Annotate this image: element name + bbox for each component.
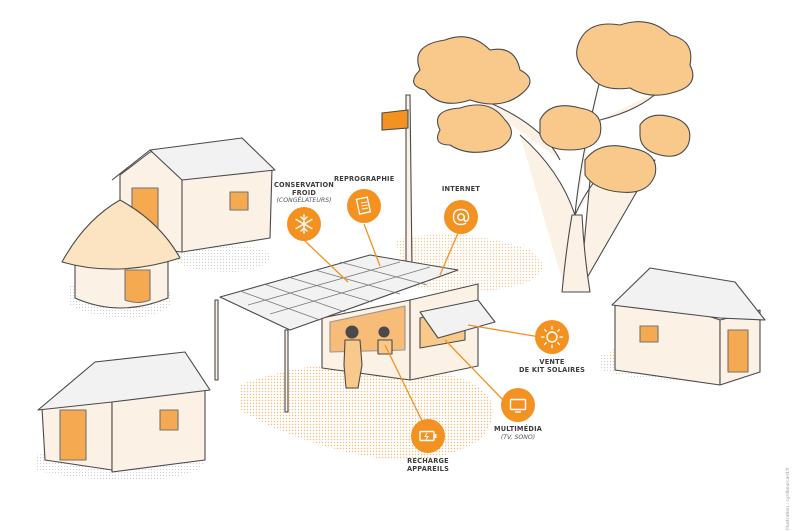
solar-kiosk: [214, 254, 496, 413]
label-recharge-line2: APPAREILS: [406, 464, 450, 473]
label-recharge: RECHARGE APPAREILS: [400, 457, 456, 473]
connector-lines: [303, 223, 541, 434]
label-vente-line1: VENTE: [539, 358, 565, 366]
label-conservation-line1: CONSERVATION: [273, 181, 334, 189]
illustration-credit-text: Illustration : cyrilbourcard.fr: [786, 467, 791, 530]
label-recharge-line1: RECHARGE: [407, 457, 449, 465]
label-multimedia-sub: (TV, SONO): [500, 433, 536, 441]
label-internet: INTERNET: [438, 185, 484, 194]
label-reprographie-line1: REPROGRAPHIE: [334, 175, 395, 183]
tree: [413, 21, 694, 293]
house-back-left: [111, 137, 276, 253]
snowflake-icon: [287, 207, 321, 241]
label-conservation-sub: (CONGÉLATEURS): [276, 197, 332, 205]
label-internet-line1: INTERNET: [441, 185, 481, 193]
illustration-credit: Illustration : cyrilbourcard.fr: [786, 467, 794, 530]
label-conservation: CONSERVATION FROID (CONGÉLATEURS): [272, 181, 336, 205]
label-multimedia: MULTIMÉDIA (TV, SONO): [488, 425, 548, 441]
house-right: [611, 267, 766, 386]
label-multimedia-line1: MULTIMÉDIA: [493, 425, 543, 433]
label-reprographie: REPROGRAPHIE: [334, 175, 395, 184]
battery-icon: [411, 419, 445, 453]
document-icon: [347, 189, 381, 223]
round-hut: [61, 199, 181, 309]
at-sign-icon: [444, 200, 478, 234]
label-vente-line2: DE KIT SOLAIRES: [518, 365, 586, 374]
label-conservation-line2: FROID: [291, 188, 317, 197]
tv-icon: [501, 388, 535, 422]
house-front-left: [37, 351, 211, 473]
sun-icon: [535, 320, 569, 354]
label-vente: VENTE DE KIT SOLAIRES: [516, 358, 588, 374]
